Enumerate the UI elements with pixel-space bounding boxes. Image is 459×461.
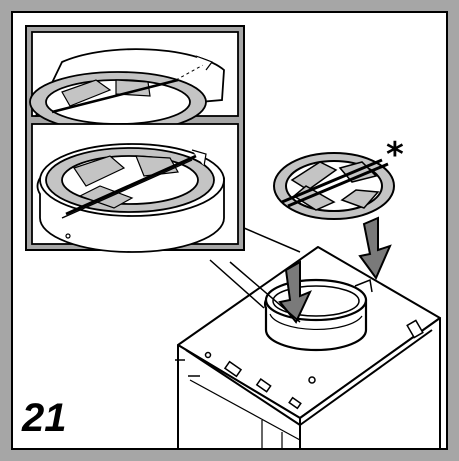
inset-bottom bbox=[31, 123, 239, 253]
collar-ring bbox=[263, 278, 373, 352]
down-arrow-right bbox=[358, 216, 392, 280]
step-number: 21 bbox=[22, 396, 67, 440]
loose-filter bbox=[273, 152, 395, 220]
down-arrows bbox=[278, 216, 392, 324]
chimney-details bbox=[204, 319, 424, 410]
down-arrow-left bbox=[278, 260, 312, 324]
asterisk-marker: * bbox=[386, 135, 404, 175]
inset-top bbox=[29, 31, 239, 133]
hood-chimney bbox=[175, 246, 441, 450]
